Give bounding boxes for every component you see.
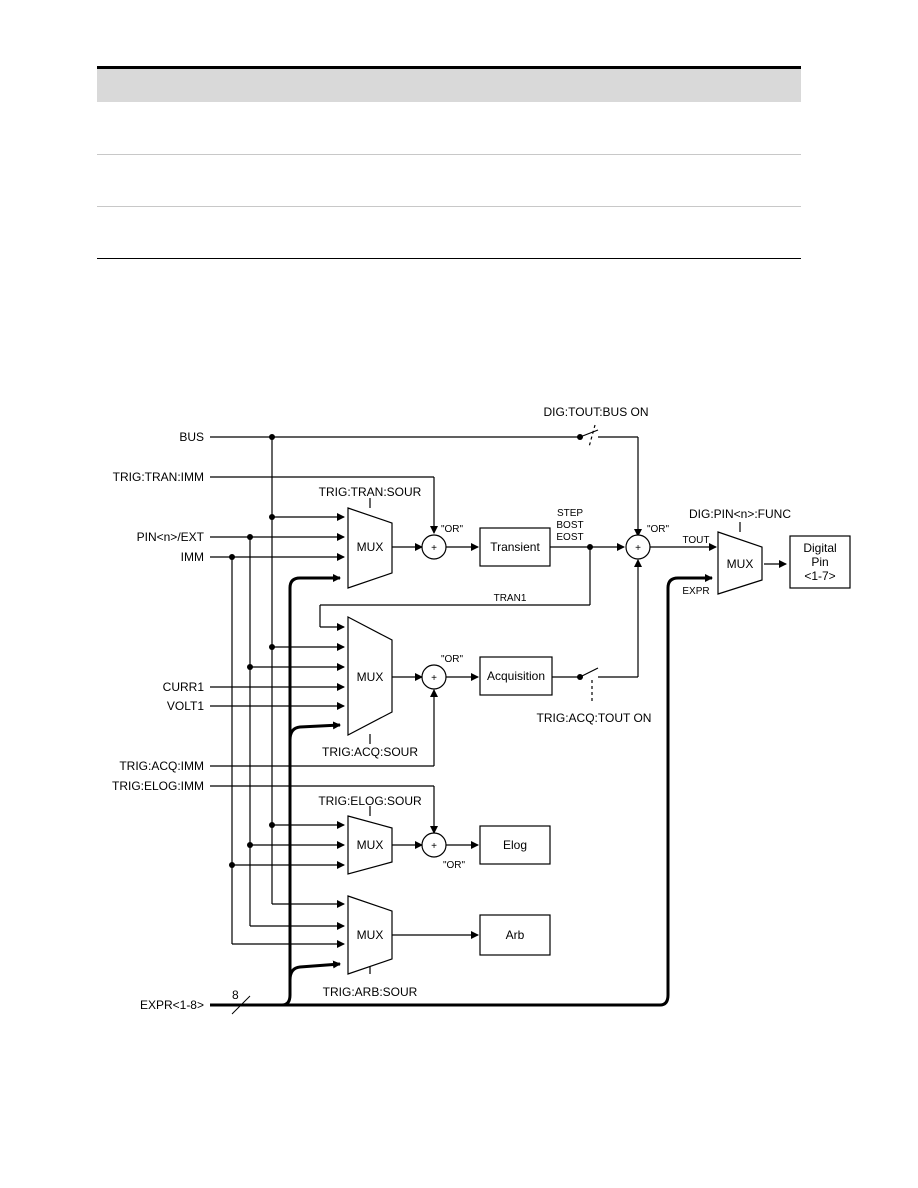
mux-pin-label: MUX bbox=[727, 557, 754, 571]
or-symbol: + bbox=[431, 543, 437, 554]
mux-elog bbox=[347, 815, 393, 875]
arb-block bbox=[479, 914, 551, 956]
or-gate-acq bbox=[421, 664, 447, 690]
elog-block bbox=[479, 825, 551, 865]
or-gate-elog bbox=[421, 832, 447, 858]
tran-sour-label: TRIG:TRAN:SOUR bbox=[319, 485, 422, 499]
mux-arb bbox=[347, 895, 393, 975]
acq-sour-label: TRIG:ACQ:SOUR bbox=[322, 745, 418, 759]
table-row-divider bbox=[97, 154, 801, 155]
mux-arb-label: MUX bbox=[357, 928, 384, 942]
signal-eost-label: EOST bbox=[556, 532, 583, 543]
or-label: "OR" bbox=[441, 524, 464, 535]
switch-acq-tout-label: TRIG:ACQ:TOUT ON bbox=[537, 711, 652, 725]
mux-acq bbox=[347, 616, 393, 736]
top-rule bbox=[97, 66, 801, 69]
signal-expr-label: EXPR bbox=[682, 586, 709, 597]
mux-elog-label: MUX bbox=[357, 838, 384, 852]
bus-width-label: 8 bbox=[232, 988, 239, 1002]
signal-tran1-label: TRAN1 bbox=[494, 593, 527, 604]
table-row-divider bbox=[97, 206, 801, 207]
table-header-band bbox=[97, 69, 801, 102]
or-gate-tout bbox=[625, 534, 651, 560]
acquisition-block bbox=[479, 656, 553, 696]
table-bottom-rule bbox=[97, 258, 801, 259]
mux-pin bbox=[717, 531, 763, 595]
bus-switch-blade bbox=[579, 429, 599, 438]
transient-block bbox=[479, 527, 551, 567]
elog-label: Elog bbox=[503, 838, 527, 852]
or-label: "OR" bbox=[443, 860, 466, 871]
mux-acq-label: MUX bbox=[357, 670, 384, 684]
arb-sour-label: TRIG:ARB:SOUR bbox=[323, 985, 418, 999]
input-bus-label: BUS bbox=[179, 430, 204, 444]
or-symbol: + bbox=[431, 841, 437, 852]
digital-pin-block bbox=[789, 535, 851, 589]
input-volt1-label: VOLT1 bbox=[167, 699, 204, 713]
elog-sour-label: TRIG:ELOG:SOUR bbox=[318, 794, 422, 808]
input-trig-acq-imm-label: TRIG:ACQ:IMM bbox=[119, 759, 204, 773]
or-label: "OR" bbox=[441, 654, 464, 665]
switch-tout-bus-label: DIG:TOUT:BUS ON bbox=[543, 405, 648, 419]
pin-func-label: DIG:PIN<n>:FUNC bbox=[689, 507, 791, 521]
arb-label: Arb bbox=[506, 928, 525, 942]
input-trig-elog-imm-label: TRIG:ELOG:IMM bbox=[112, 779, 204, 793]
or-gate-tran bbox=[421, 534, 447, 560]
input-trig-tran-imm-label: TRIG:TRAN:IMM bbox=[113, 470, 204, 484]
acquisition-label: Acquisition bbox=[487, 669, 545, 683]
or-symbol: + bbox=[431, 673, 437, 684]
input-pin-ext-label: PIN<n>/EXT bbox=[137, 530, 205, 544]
input-curr1-label: CURR1 bbox=[163, 680, 205, 694]
mux-tran-label: MUX bbox=[357, 540, 384, 554]
or-symbol: + bbox=[635, 543, 641, 554]
transient-label: Transient bbox=[490, 540, 540, 554]
signal-tout-label: TOUT bbox=[682, 535, 709, 546]
mux-tran bbox=[347, 507, 393, 589]
signal-step-label: STEP bbox=[557, 508, 583, 519]
or-label: "OR" bbox=[647, 524, 670, 535]
input-imm-label: IMM bbox=[181, 550, 204, 564]
digital-pin-label-line2: Pin bbox=[811, 555, 828, 569]
digital-pin-label-line1: Digital bbox=[803, 541, 836, 555]
input-expr-label: EXPR<1-8> bbox=[140, 998, 204, 1012]
signal-bost-label: BOST bbox=[556, 520, 583, 531]
digital-pin-label-line3: <1-7> bbox=[804, 569, 835, 583]
